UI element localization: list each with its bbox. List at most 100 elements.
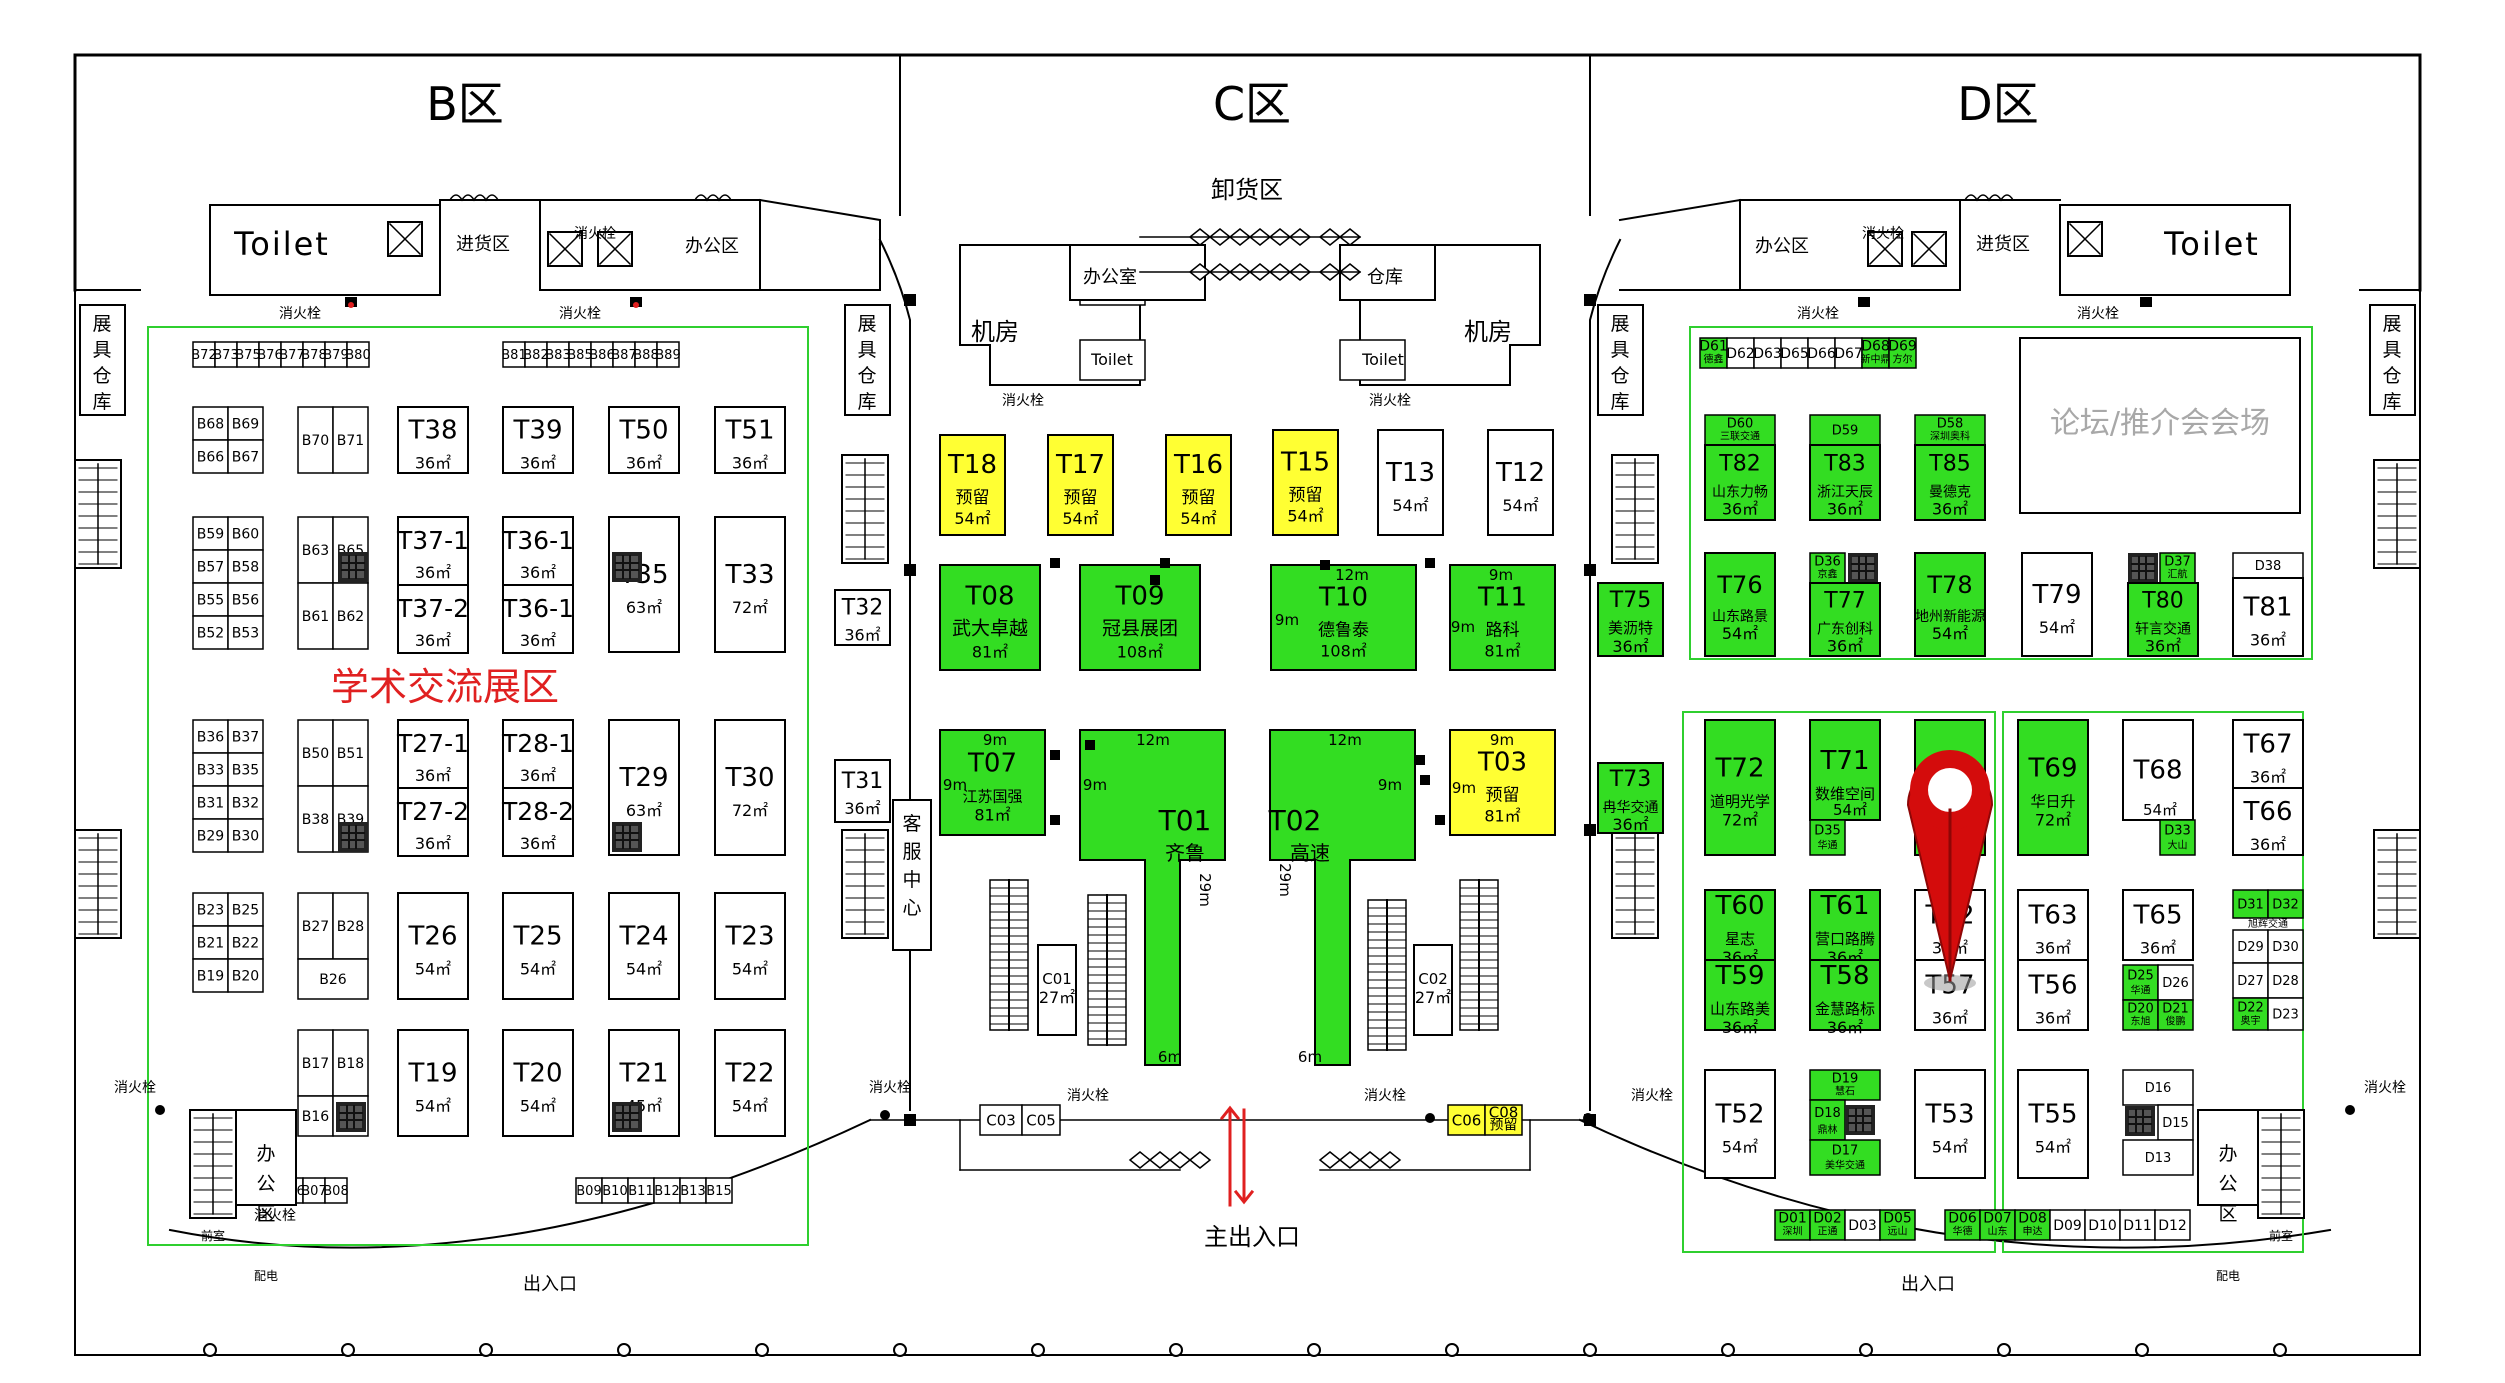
- booth-d63[interactable]: D63: [1753, 337, 1782, 369]
- booth-b17[interactable]: B17: [297, 1029, 334, 1097]
- booth-b68[interactable]: B68: [192, 406, 229, 441]
- booth-b67[interactable]: B67: [227, 439, 264, 474]
- booth-b66[interactable]: B66: [192, 439, 229, 474]
- booth-b09[interactable]: B09: [575, 1177, 603, 1204]
- booth-c05[interactable]: C05: [1021, 1104, 1061, 1136]
- booth-d30[interactable]: D30: [2267, 929, 2304, 964]
- booth-b79[interactable]: B79: [323, 341, 349, 368]
- booth-b26[interactable]: B26: [297, 958, 369, 1000]
- booth-d38[interactable]: D38: [2232, 552, 2304, 579]
- booth-d67[interactable]: D67: [1834, 337, 1863, 369]
- booth-b12[interactable]: B12: [653, 1177, 681, 1204]
- booth-b80[interactable]: B80: [345, 341, 371, 368]
- booth-b19[interactable]: B19: [192, 958, 229, 993]
- booth-b56[interactable]: B56: [227, 582, 264, 617]
- booth-d10[interactable]: D10: [2084, 1209, 2121, 1241]
- booth-b58[interactable]: B58: [227, 549, 264, 584]
- booth-c03[interactable]: C03: [979, 1104, 1023, 1136]
- booth-d59[interactable]: D59: [1809, 414, 1881, 446]
- forum-hall[interactable]: 论坛/推介会会场: [2019, 337, 2301, 514]
- booth-d15[interactable]: D15: [2157, 1104, 2194, 1141]
- booth-b78[interactable]: B78: [301, 341, 327, 368]
- booth-b37[interactable]: B37: [227, 719, 264, 754]
- booth-b07[interactable]: B07: [301, 1177, 327, 1204]
- booth-b72[interactable]: B72: [191, 341, 217, 368]
- booth-b20[interactable]: B20: [227, 958, 264, 993]
- booth-d23[interactable]: D23: [2267, 997, 2304, 1031]
- booth-b31[interactable]: B31: [192, 785, 229, 820]
- booth-b35[interactable]: B35: [227, 752, 264, 787]
- booth-b30[interactable]: B30: [227, 818, 264, 853]
- booth-b62[interactable]: B62: [332, 582, 369, 650]
- location-pin-icon[interactable]: [1906, 750, 1994, 991]
- booth-b86[interactable]: B86: [589, 341, 615, 368]
- booth-b75[interactable]: B75: [235, 341, 261, 368]
- booth-d62[interactable]: D62: [1726, 337, 1755, 369]
- booth-t57[interactable]: T5736㎡: [1914, 959, 1986, 1031]
- booth-b60[interactable]: B60: [227, 516, 264, 551]
- booth-d65[interactable]: D65: [1780, 337, 1809, 369]
- booth-d16[interactable]: D16: [2122, 1069, 2194, 1106]
- booth-b61[interactable]: B61: [297, 582, 334, 650]
- booth-d03[interactable]: D03: [1844, 1209, 1881, 1241]
- booth-d31[interactable]: D31: [2232, 889, 2269, 919]
- booth-b82[interactable]: B82: [523, 341, 549, 368]
- booth-b23[interactable]: B23: [192, 892, 229, 927]
- booth-d66[interactable]: D66: [1807, 337, 1836, 369]
- booth-b59[interactable]: B59: [192, 516, 229, 551]
- booth-b10[interactable]: B10: [601, 1177, 629, 1204]
- booth-b08[interactable]: B08: [323, 1177, 349, 1204]
- booth-b83[interactable]: B83: [545, 341, 571, 368]
